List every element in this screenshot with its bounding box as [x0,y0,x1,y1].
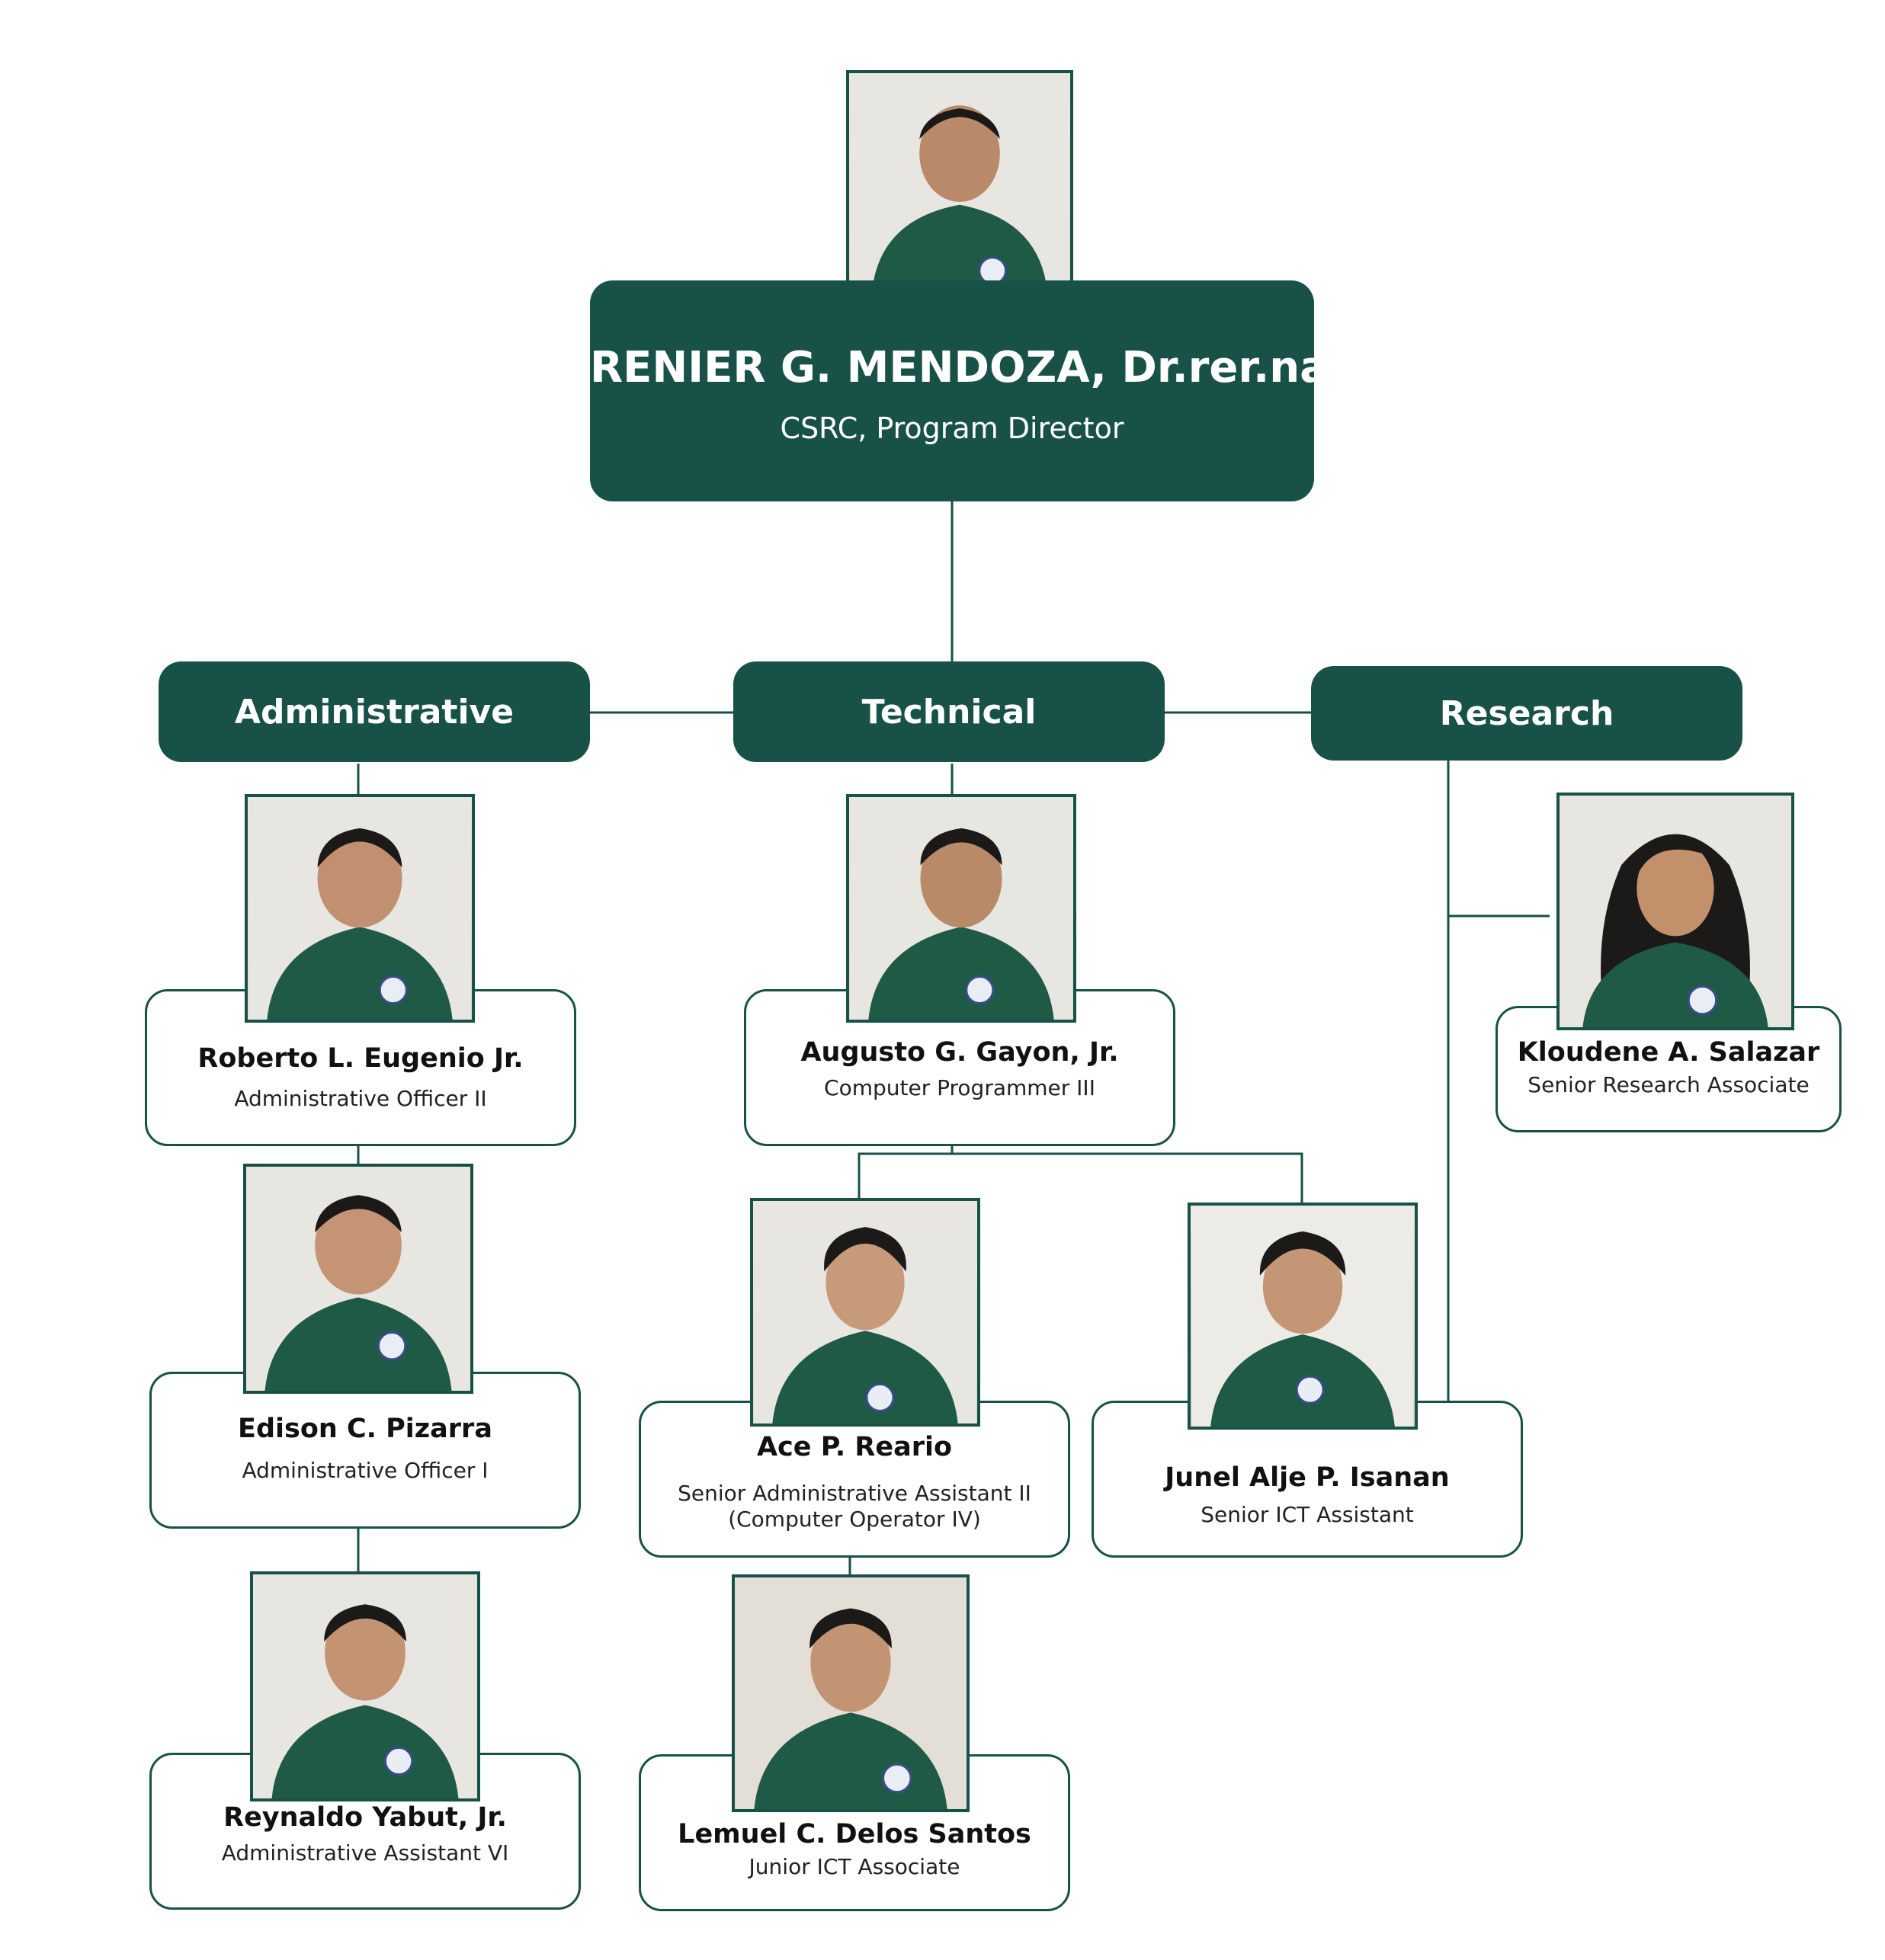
person-silhouette-icon [253,1574,477,1798]
person-silhouette-icon [1560,796,1791,1027]
staff-name: Augusto G. Gayon, Jr. [800,1037,1119,1068]
photo-kloudene [1556,793,1794,1030]
staff-title: Junior ICT Associate [749,1854,960,1879]
photo-junel [1188,1203,1418,1430]
person-silhouette-icon [1192,1206,1413,1427]
staff-name: Roberto L. Eugenio Jr. [197,1043,524,1074]
person-silhouette-icon [850,797,1072,1020]
director-name: RENIER G. MENDOZA, Dr.rer.nat [590,343,1349,392]
dept-research-label: Research [1439,693,1614,733]
staff-title: Senior ICT Assistant [1201,1502,1414,1527]
staff-title: Administrative Officer I [242,1458,489,1483]
person-silhouette-icon [754,1201,976,1424]
person-silhouette-icon [246,1167,470,1391]
person-silhouette-icon [850,73,1069,293]
director-photo [846,70,1073,296]
photo-roberto [245,794,475,1023]
dept-technical: Technical [733,661,1165,762]
staff-title: Administrative Assistant VI [221,1840,509,1866]
person-silhouette-icon [248,797,471,1020]
photo-ace [750,1198,980,1427]
staff-name: Junel Alje P. Isanan [1165,1462,1450,1493]
staff-title-secondary: (Computer Operator IV) [728,1507,981,1532]
director-title: CSRC, Program Director [780,412,1124,445]
dept-technical-label: Technical [861,692,1037,732]
staff-name: Ace P. Reario [756,1432,953,1462]
dept-research: Research [1311,666,1742,761]
card-junel: Junel Alje P. Isanan Senior ICT Assistan… [1092,1401,1523,1558]
staff-title: Administrative Officer II [234,1086,487,1111]
staff-name: Edison C. Pizarra [238,1414,492,1444]
photo-edison [243,1164,473,1394]
photo-augusto [846,794,1076,1023]
staff-name: Lemuel C. Delos Santos [678,1819,1031,1850]
dept-administrative-label: Administrative [234,692,515,732]
staff-title: Senior Research Associate [1528,1072,1810,1097]
card-edison: Edison C. Pizarra Administrative Officer… [149,1372,581,1529]
dept-administrative: Administrative [159,661,590,762]
photo-lemuel [732,1574,970,1812]
staff-title: Senior Administrative Assistant II [678,1481,1031,1506]
photo-reynaldo [250,1571,480,1801]
staff-name: Reynaldo Yabut, Jr. [223,1802,507,1833]
director-box: RENIER G. MENDOZA, Dr.rer.nat CSRC, Prog… [590,280,1349,501]
card-reynaldo: Reynaldo Yabut, Jr. Administrative Assis… [149,1753,581,1910]
staff-name: Kloudene A. Salazar [1517,1037,1820,1068]
person-silhouette-icon [735,1577,967,1809]
staff-title: Computer Programmer III [824,1075,1095,1100]
